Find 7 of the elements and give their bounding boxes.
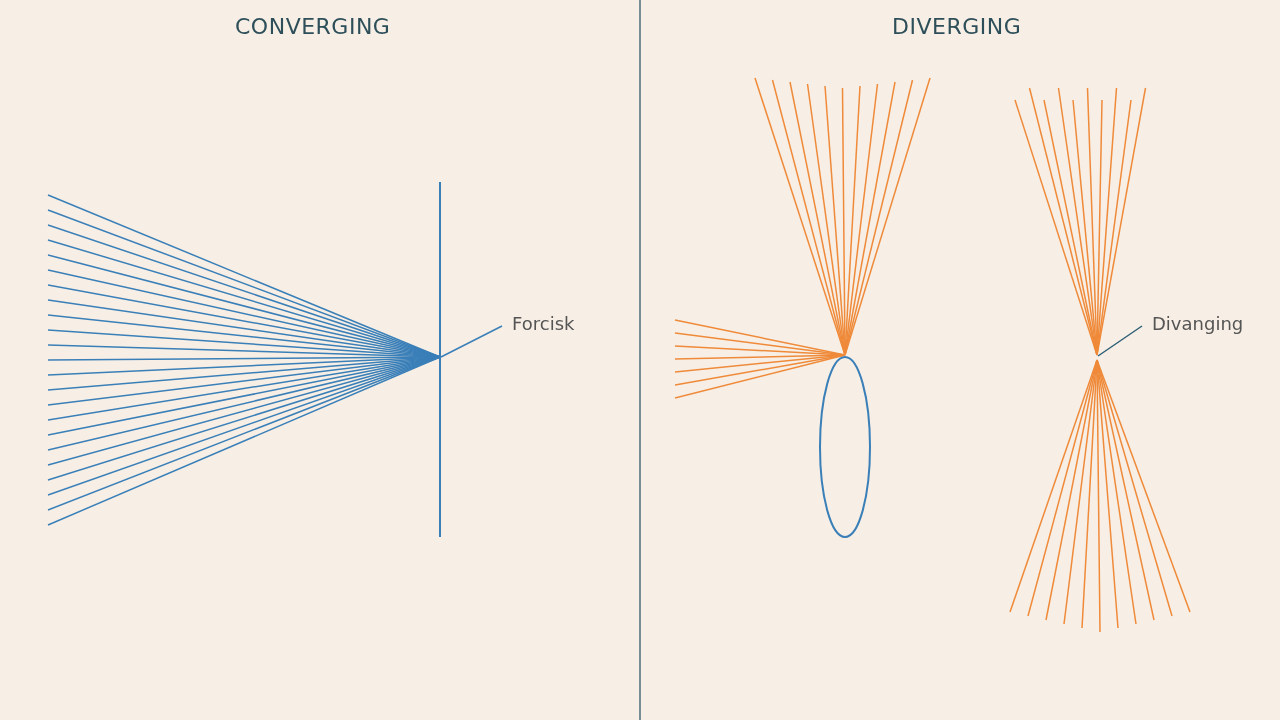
- callout-label: Divanging: [1152, 313, 1244, 334]
- section-heading: DIVERGING: [892, 14, 1022, 39]
- converging-rays-drawing: [47, 194, 441, 526]
- callout-label: Forcisk: [512, 313, 575, 334]
- leader-line: [1097, 325, 1143, 357]
- leader-line: [440, 325, 503, 358]
- section-heading: CONVERGING: [235, 14, 391, 39]
